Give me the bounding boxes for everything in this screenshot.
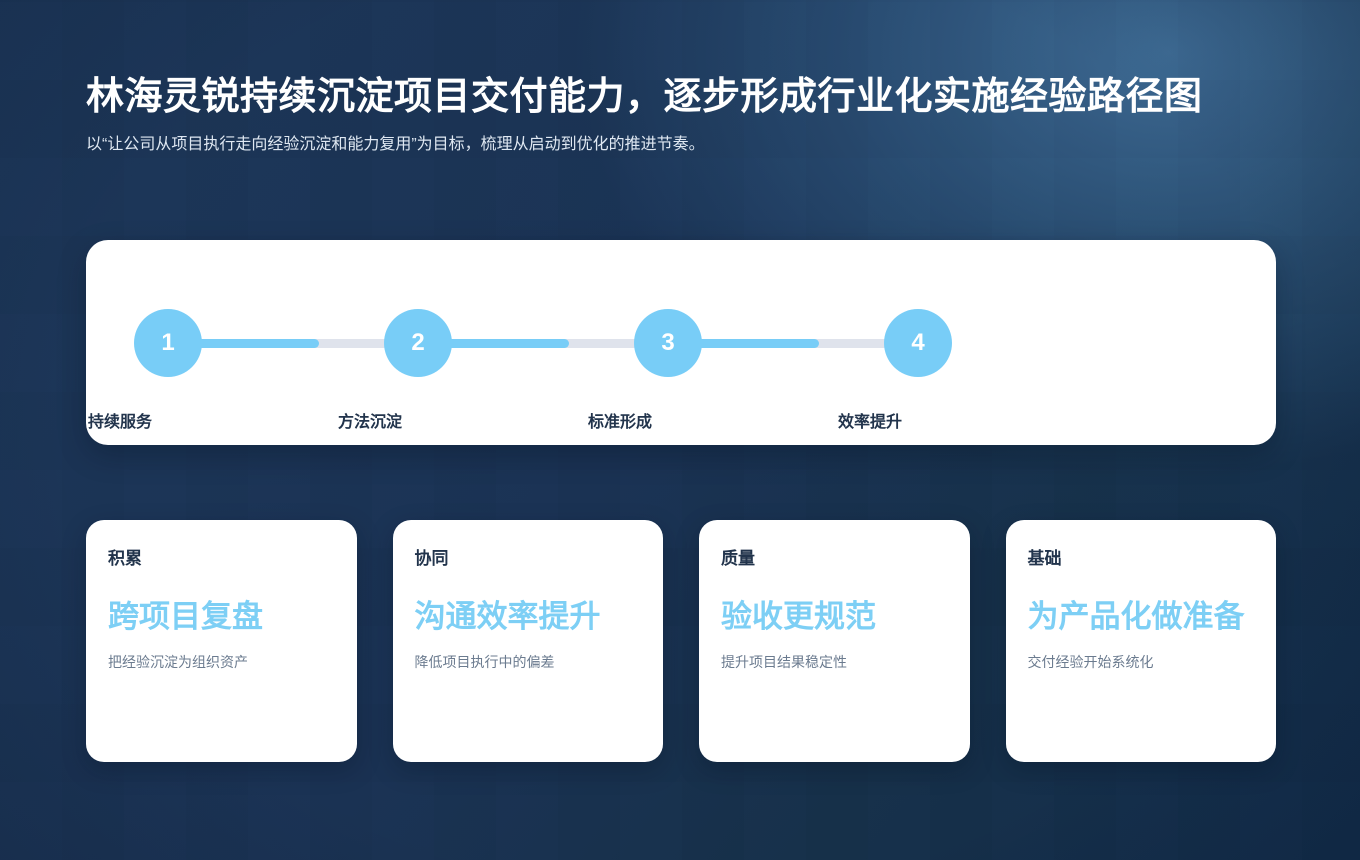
card[interactable]: 协同沟通效率提升降低项目执行中的偏差 [392,520,663,762]
card[interactable]: 质量验收更规范提升项目结果稳定性 [699,520,970,762]
card-description: 降低项目执行中的偏差 [414,654,555,670]
timeline-step-label-4: 效率提升 [838,414,903,431]
timeline-connector-fill-3 [694,338,819,348]
card-description: 把经验沉淀为组织资产 [108,654,248,670]
timeline-track: 1 持续服务 2 方法沉淀 3 标准形成 4 效率提升 [86,240,1276,445]
card-label: 积累 [108,549,142,568]
page-subtitle: 以“让公司从项目执行走向经验沉淀和能力复用”为目标，梳理从启动到优化的推进节奏。 [86,136,705,153]
timeline-connector-fill-1 [194,338,319,348]
card-description: 交付经验开始系统化 [1027,654,1154,670]
card-list: 积累跨项目复盘把经验沉淀为组织资产协同沟通效率提升降低项目执行中的偏差质量验收更… [86,520,1276,762]
timeline-step-circle-4[interactable]: 4 [884,309,952,377]
card-description: 提升项目结果稳定性 [721,654,847,670]
timeline-connector-1 [194,338,392,348]
card[interactable]: 积累跨项目复盘把经验沉淀为组织资产 [86,520,357,762]
card[interactable]: 基础为产品化做准备交付经验开始系统化 [1005,520,1276,762]
header: 林海灵锐持续沉淀项目交付能力，逐步形成行业化实施经验路径图 以“让公司从项目执行… [86,74,1276,160]
timeline-connector-3 [694,338,892,348]
timeline-step-circle-1[interactable]: 1 [134,309,202,377]
card-label: 协同 [414,549,449,568]
card-title: 验收更规范 [721,599,876,634]
timeline-step-label-3: 标准形成 [588,414,653,431]
card-title: 跨项目复盘 [108,599,263,634]
timeline-step-label-2: 方法沉淀 [338,414,403,431]
timeline-panel: 1 持续服务 2 方法沉淀 3 标准形成 4 效率提升 [86,240,1276,445]
page-title: 林海灵锐持续沉淀项目交付能力，逐步形成行业化实施经验路径图 [86,76,1203,118]
timeline-step-circle-3[interactable]: 3 [634,309,702,377]
timeline-step-label-1: 持续服务 [88,414,153,431]
timeline-connector-2 [444,338,642,348]
card-label: 基础 [1027,549,1062,568]
card-title: 为产品化做准备 [1027,599,1245,634]
card-label: 质量 [721,549,755,568]
timeline-connector-fill-2 [444,338,569,348]
card-title: 沟通效率提升 [414,599,601,634]
timeline-step-circle-2[interactable]: 2 [384,309,452,377]
